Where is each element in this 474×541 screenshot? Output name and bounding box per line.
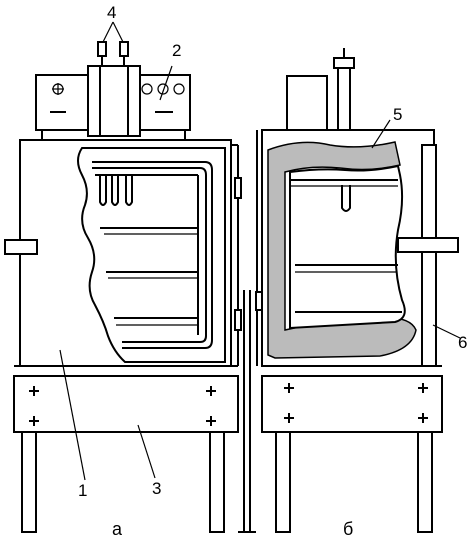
stand-frame	[13, 375, 239, 433]
cabinet-body	[19, 139, 232, 367]
electrode-right	[119, 41, 129, 57]
leader-2	[159, 65, 173, 101]
side-hinge	[255, 291, 263, 311]
stand-leg-right	[209, 431, 225, 533]
hinge-bottom	[234, 309, 242, 331]
electrode-left	[97, 41, 107, 57]
door-handle	[4, 239, 38, 255]
terminal-symbol-right	[141, 83, 185, 113]
thermometer-rod	[337, 65, 351, 131]
caption-right-view: б	[343, 519, 354, 539]
bolts-left-view	[29, 386, 216, 426]
heater-tube-3	[125, 175, 133, 206]
side-leg-left	[275, 431, 291, 533]
side-control-box	[286, 75, 328, 131]
shelf-1	[100, 227, 198, 235]
heater-loop-inner	[92, 167, 207, 343]
label-4: 4	[107, 3, 117, 22]
insulation-layer	[267, 141, 417, 359]
leader-3	[137, 424, 156, 479]
bolts-right-view	[284, 383, 428, 423]
leader-1	[59, 349, 86, 481]
label-3: 3	[152, 479, 162, 498]
leader-5	[371, 119, 391, 149]
side-shelf-1	[290, 179, 398, 187]
side-inner-chamber	[289, 164, 406, 330]
heater-tube-1	[99, 175, 107, 206]
side-shelf-2	[295, 264, 398, 273]
side-door-handle	[397, 237, 459, 253]
side-leg-right	[417, 431, 433, 533]
thermometer-cap	[333, 57, 355, 69]
heater-tube-2	[111, 175, 119, 206]
probe-tube	[341, 185, 351, 212]
label-5: 5	[393, 105, 403, 124]
cutaway-area	[77, 147, 226, 363]
side-stand-frame	[261, 375, 443, 433]
label-6: 6	[458, 333, 468, 352]
cabinet-side-view	[238, 48, 461, 533]
electrode-block	[87, 65, 141, 137]
label-1: 1	[78, 481, 88, 500]
hinge-top	[234, 177, 242, 199]
label-2: 2	[172, 41, 182, 60]
shelf-2	[106, 271, 198, 279]
terminal-symbol-left	[50, 83, 66, 113]
leader-6	[432, 324, 461, 339]
stand-leg-left	[21, 431, 37, 533]
cabinet-front-view	[4, 21, 242, 533]
heater-loop-outer	[92, 161, 213, 349]
caption-left-view: а	[112, 519, 123, 539]
shelf-3	[114, 317, 198, 326]
side-door-panel	[421, 144, 437, 367]
